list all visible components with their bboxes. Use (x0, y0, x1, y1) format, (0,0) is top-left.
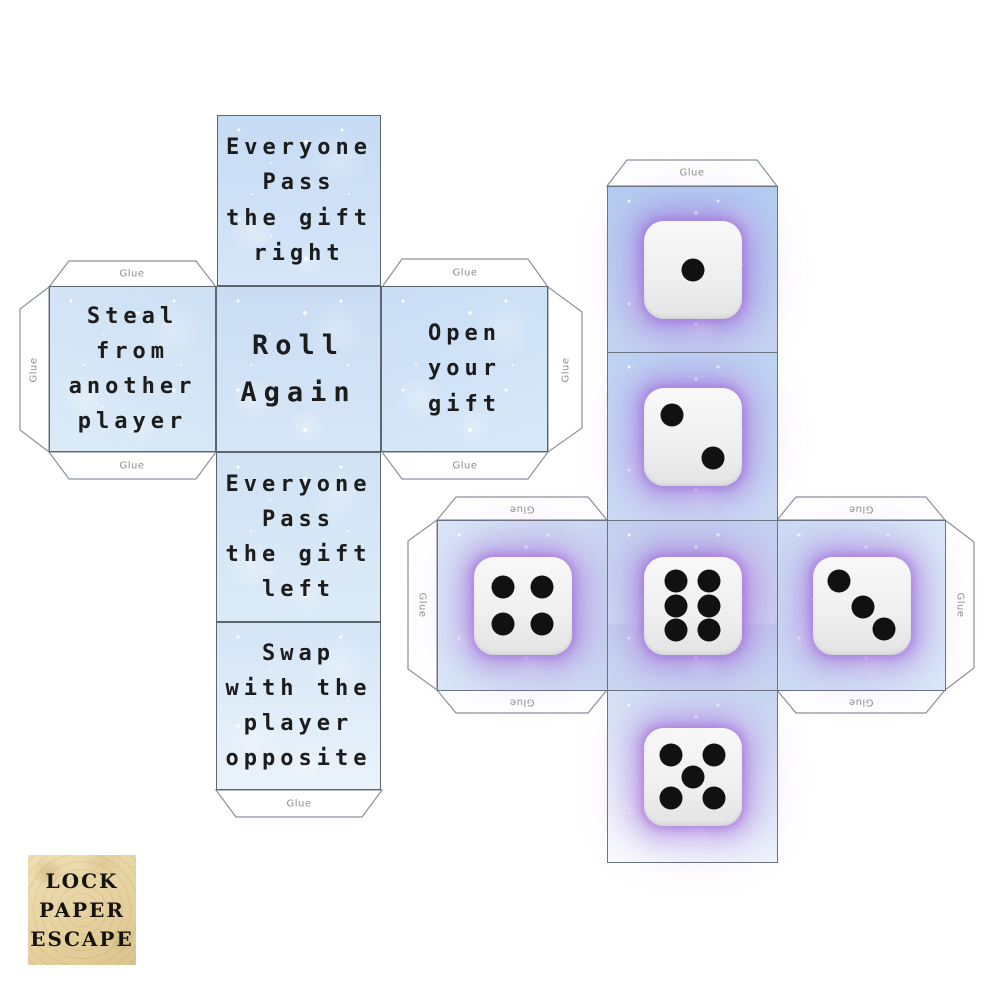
glue-tab (47, 451, 218, 480)
die-pip (659, 786, 683, 810)
text-die-face-bottom: Swap with the player opposite (216, 622, 381, 790)
die-pip (697, 569, 721, 593)
die-3 (812, 556, 911, 655)
text-die-face-top: Everyone Pass the gift right (217, 115, 381, 286)
logo-text: LOCK PAPER ESCAPE (30, 867, 133, 954)
pip-die-face-2 (607, 352, 778, 521)
die-pip (872, 617, 896, 641)
glue-tab-label: Glue (848, 503, 874, 515)
die-pip (530, 575, 554, 599)
glue-tab-label: Glue (954, 592, 966, 618)
die-pip (530, 612, 554, 636)
die-pip (697, 594, 721, 617)
pip-die-face-1 (607, 186, 778, 353)
pip-die-face-5 (607, 690, 778, 863)
die-pip (664, 594, 688, 617)
glue-tab-label: Glue (848, 696, 874, 708)
die-pip (681, 765, 704, 789)
die-6 (643, 556, 742, 655)
logo-line: ESCAPE (30, 926, 134, 951)
die-pip (664, 618, 688, 642)
die-pip (491, 575, 515, 599)
glue-tab-label: Glue (119, 268, 145, 280)
die-1 (643, 220, 742, 319)
die-4 (473, 556, 572, 655)
glue-tab-label: Glue (119, 460, 145, 472)
die-pip (827, 569, 851, 593)
pip-die-face-3 (777, 520, 946, 691)
text-die-face-left: Steal from another player (49, 286, 216, 452)
text-die-face-lower-middle: Everyone Pass the gift left (216, 452, 381, 622)
text-die-face-label: Roll Again (240, 329, 357, 408)
logo-line: LOCK (45, 868, 119, 893)
text-die-face-label: Steal from another player (68, 303, 197, 435)
pip-die-face-6 (607, 520, 778, 691)
pip-die-face-4 (437, 520, 608, 691)
die-5 (643, 727, 742, 826)
die-pip (659, 743, 683, 767)
die-2 (643, 387, 742, 486)
lock-paper-escape-logo: LOCK PAPER ESCAPE (28, 855, 136, 965)
text-die-face-label: Open your gift (428, 321, 501, 417)
glue-tab-label: Glue (452, 267, 478, 279)
glue-tab-label: Glue (560, 357, 572, 383)
die-pip (702, 743, 726, 767)
glue-tab-label: Glue (286, 798, 312, 810)
die-pip (702, 786, 726, 810)
die-pip (664, 569, 688, 593)
text-die-face-label: Swap with the player opposite (225, 640, 372, 772)
die-pip (491, 612, 515, 636)
die-pip (660, 403, 684, 427)
die-pip (681, 258, 704, 281)
text-die-face-label: Everyone Pass the gift right (226, 135, 372, 266)
glue-tab-label: Glue (679, 167, 705, 179)
glue-tab-label: Glue (509, 503, 535, 515)
glue-tab-label: Glue (452, 460, 478, 472)
die-pip (701, 446, 725, 470)
glue-tab-label: Glue (28, 357, 40, 383)
glue-tab-label: Glue (509, 696, 535, 708)
die-pip (851, 595, 875, 619)
glue-tab (380, 451, 550, 480)
text-die-face-label: Everyone Pass the gift left (225, 471, 372, 603)
die-pip (697, 618, 721, 642)
text-die-face-right: Open your gift (381, 286, 548, 452)
text-die-face-center: Roll Again (216, 286, 381, 452)
glue-tab (547, 285, 583, 454)
glue-tab (214, 789, 384, 818)
glue-tab-label: Glue (416, 592, 428, 618)
logo-line: PAPER (38, 897, 125, 922)
